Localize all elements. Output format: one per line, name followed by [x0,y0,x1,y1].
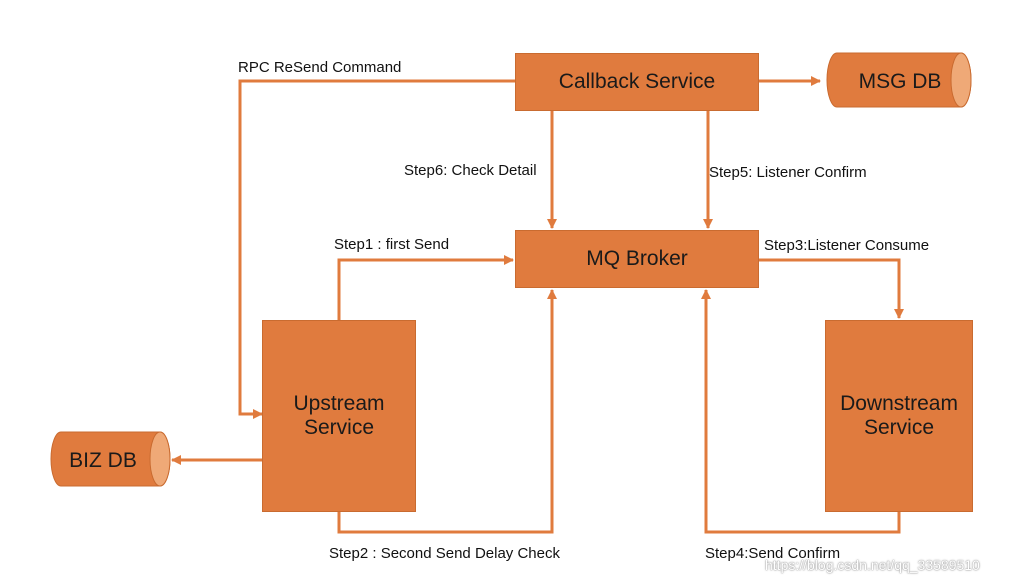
mq-broker-node: MQ Broker [515,230,759,288]
step3-label: Step3:Listener Consume [764,237,930,254]
biz-db-label: BIZ DB [69,449,137,472]
step1-label: Step1 : first Send [334,236,450,253]
callback-service-node: Callback Service [515,53,759,111]
edge-step1 [337,255,514,320]
step5-label: Step5: Listener Confirm [709,164,867,181]
msg-db-cylinder: MSG DB [826,52,972,108]
edge-step2 [337,289,557,534]
callback-service-label: Callback Service [558,70,716,93]
downstream-service-label: Downstream Service [840,392,958,439]
watermark-text: https://blog.csdn.net/qq_33589510 [765,557,980,573]
step2-label: Step2 : Second Send Delay Check [329,545,560,562]
edge-step3 [759,258,904,319]
msg-db-label: MSG DB [859,70,942,93]
edge-step4 [701,289,901,534]
step4-label: Step4:Send Confirm [705,545,841,562]
mq-broker-label: MQ Broker [586,247,688,270]
upstream-service-node: Upstream Service [262,320,416,512]
step6-label: Step6: Check Detail [404,162,537,179]
rpc-resend-label: RPC ReSend Command [238,59,402,76]
upstream-service-label: Upstream Service [293,392,385,439]
biz-db-cylinder: BIZ DB [50,431,171,487]
downstream-service-node: Downstream Service [825,320,973,512]
edge-rpc-resend [238,79,515,419]
